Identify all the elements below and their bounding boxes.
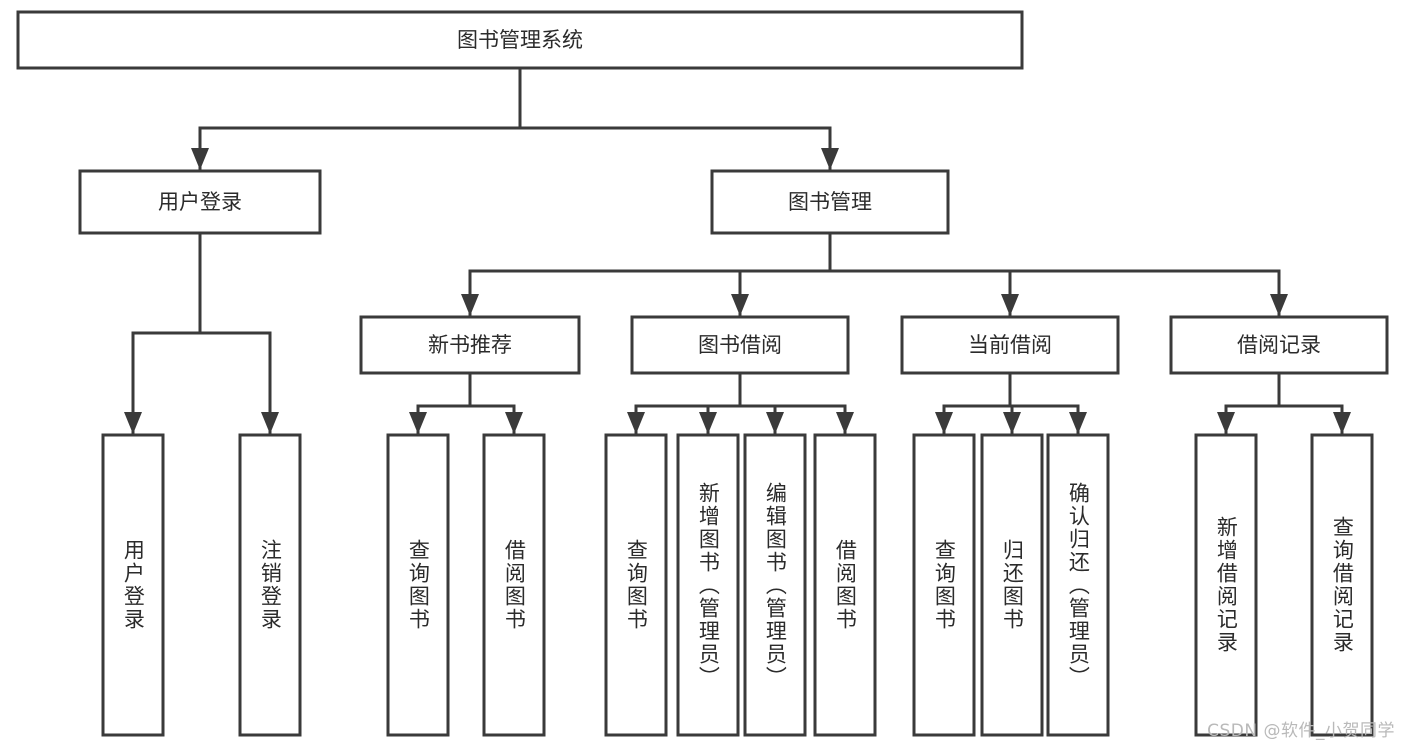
- leaf-node-label: 借阅图书: [502, 539, 527, 631]
- root-node-label: 图书管理系统: [457, 28, 583, 52]
- leaf-node-6[interactable]: [676, 433, 740, 737]
- level2-node-label: 图书管理: [788, 190, 872, 214]
- root-node-1[interactable]: [16, 10, 1024, 70]
- arrow-to-level3-1: [461, 294, 479, 316]
- borrow-leaves-arrow-2: [699, 412, 717, 434]
- leaf-node-8[interactable]: [813, 433, 877, 737]
- arrow-to-level2-2: [821, 148, 839, 170]
- leaf-node-label: 归还图书: [1000, 539, 1025, 631]
- leaf-node-box: [676, 433, 740, 737]
- leaf-node-label: 新增借阅记录: [1214, 516, 1239, 654]
- leaf-node-13[interactable]: [1310, 433, 1374, 737]
- level2-node-box: [710, 169, 950, 235]
- current-borrow-leaves-arrow-2: [1003, 412, 1021, 434]
- leaf-node-box: [980, 433, 1044, 737]
- level3-node-box: [900, 315, 1120, 375]
- leaf-node-3[interactable]: [386, 433, 450, 737]
- level3-node-box: [1169, 315, 1389, 375]
- new-book-leaves-arrow-2: [505, 412, 523, 434]
- leaf-node-box: [912, 433, 976, 737]
- leaf-node-label: 查询图书: [406, 539, 431, 631]
- user-login-leaves-arrow-1: [124, 412, 142, 434]
- leaf-node-box: [386, 433, 450, 737]
- level2-node-label: 用户登录: [158, 190, 242, 214]
- leaf-node-label: 用户登录: [121, 539, 146, 631]
- level3-node-1[interactable]: [359, 315, 581, 375]
- new-book-leaves-arrow-1: [409, 412, 427, 434]
- leaf-node-box: [101, 433, 165, 737]
- level3-node-4[interactable]: [1169, 315, 1389, 375]
- leaf-node-12[interactable]: [1194, 433, 1258, 737]
- leaf-node-box: [604, 433, 668, 737]
- arrow-to-level2-1: [191, 148, 209, 170]
- level3-node-label: 新书推荐: [428, 333, 512, 357]
- leaf-node-box: [1194, 433, 1258, 737]
- leaf-node-box: [813, 433, 877, 737]
- user-login-leaves-arrow-2: [261, 412, 279, 434]
- level3-node-2[interactable]: [630, 315, 850, 375]
- leaf-node-1[interactable]: [101, 433, 165, 737]
- leaf-node-box: [1046, 433, 1110, 737]
- borrow-leaves-arrow-4: [836, 412, 854, 434]
- leaf-node-9[interactable]: [912, 433, 976, 737]
- leaf-node-label: 编辑图书（管理员）: [763, 481, 788, 689]
- leaf-node-label: 确认归还（管理员）: [1066, 481, 1091, 689]
- level3-node-label: 当前借阅: [968, 333, 1052, 357]
- leaf-node-5[interactable]: [604, 433, 668, 737]
- borrow-record-leaves-arrow-2: [1333, 412, 1351, 434]
- borrow-leaves-arrow-3: [766, 412, 784, 434]
- watermark-text: CSDN @软件_小贺同学: [1207, 721, 1395, 741]
- leaf-node-label: 注销登录: [258, 539, 283, 631]
- arrow-to-level3-2: [731, 294, 749, 316]
- level2-node-2[interactable]: [710, 169, 950, 235]
- leaf-node-box: [238, 433, 302, 737]
- connector-layer: [124, 66, 1351, 435]
- level2-node-1[interactable]: [78, 169, 322, 235]
- level3-node-label: 图书借阅: [698, 333, 782, 357]
- level3-node-box: [359, 315, 581, 375]
- leaf-node-7[interactable]: [743, 433, 807, 737]
- borrow-record-leaves-arrow-1: [1217, 412, 1235, 434]
- root-node-box: [16, 10, 1024, 70]
- leaf-node-label: 查询借阅记录: [1330, 516, 1355, 654]
- arrow-to-level3-3: [1001, 294, 1019, 316]
- level3-node-3[interactable]: [900, 315, 1120, 375]
- current-borrow-leaves-arrow-1: [935, 412, 953, 434]
- current-borrow-leaves-arrow-3: [1069, 412, 1087, 434]
- leaf-node-11[interactable]: [1046, 433, 1110, 737]
- arrow-to-level3-4: [1270, 294, 1288, 316]
- leaf-node-box: [743, 433, 807, 737]
- leaf-node-10[interactable]: [980, 433, 1044, 737]
- leaf-node-2[interactable]: [238, 433, 302, 737]
- leaf-node-box: [482, 433, 546, 737]
- level3-node-box: [630, 315, 850, 375]
- leaf-node-box: [1310, 433, 1374, 737]
- level3-node-label: 借阅记录: [1237, 333, 1321, 357]
- leaf-node-4[interactable]: [482, 433, 546, 737]
- leaf-node-label: 查询图书: [932, 539, 957, 631]
- leaf-node-label: 查询图书: [624, 539, 649, 631]
- borrow-leaves-arrow-1: [627, 412, 645, 434]
- leaf-node-label: 借阅图书: [833, 539, 858, 631]
- level2-node-box: [78, 169, 322, 235]
- leaf-node-label: 新增图书（管理员）: [696, 481, 721, 689]
